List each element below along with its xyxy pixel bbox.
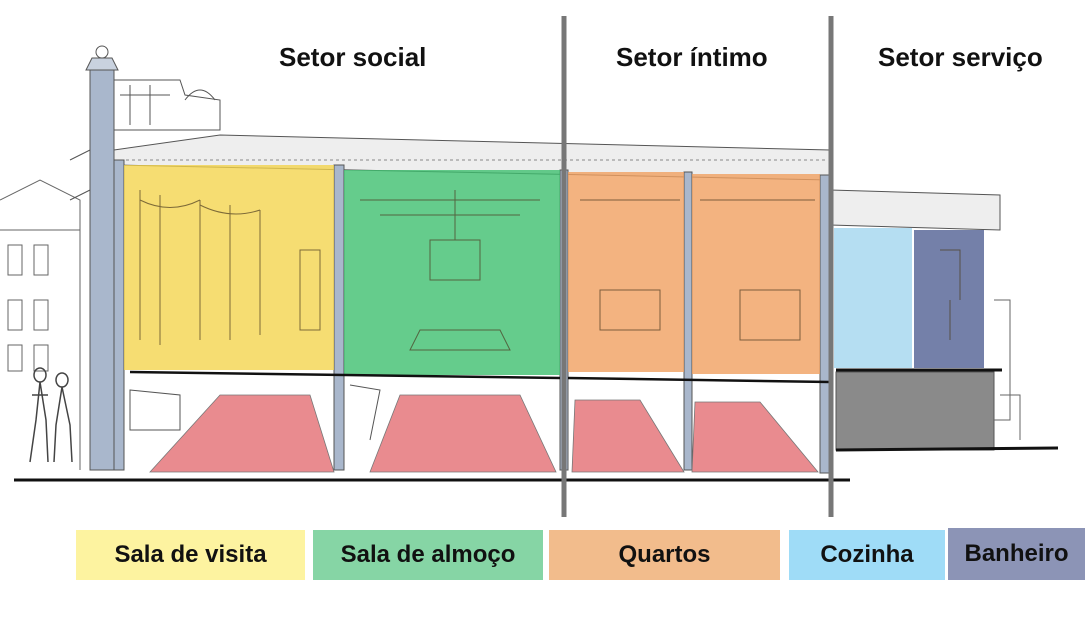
cozinha-room: [834, 228, 912, 368]
neighbor-building-sketch: [0, 179, 81, 470]
sector-dividers: [561, 16, 834, 517]
banheiro-room: [914, 230, 984, 368]
room-overlays: [124, 165, 984, 375]
sector-title-social: Setor social: [279, 42, 427, 72]
sector-title-servico: Setor serviço: [878, 42, 1043, 72]
facade-tower: [69, 45, 119, 471]
service-wall-sketch: [994, 299, 1021, 440]
quartos-room-1: [568, 172, 684, 372]
legend-sala-de-visita: Sala de visita: [76, 530, 305, 580]
interior-sketch-lines: [139, 190, 961, 351]
legend-quartos: Quartos: [549, 530, 780, 580]
sector-title-intimo: Setor íntimo: [616, 42, 768, 72]
pedestrians-sketch: [29, 367, 73, 463]
service-roof: [829, 189, 1001, 231]
legend-cozinha: Cozinha: [789, 530, 945, 580]
basement-floors: [149, 394, 819, 473]
legend-sala-de-almoco: Sala de almoço: [313, 530, 543, 580]
service-basement: [835, 371, 995, 451]
quartos-room-2: [692, 174, 820, 374]
sala-de-visita-room: [124, 165, 334, 370]
legend-banheiro: Banheiro: [948, 528, 1085, 580]
sala-de-almoco-room: [344, 170, 560, 375]
ground-lines: [14, 368, 1059, 482]
roof-parapet-sketch: [114, 79, 221, 131]
basement-wall-sketch: [129, 384, 381, 441]
